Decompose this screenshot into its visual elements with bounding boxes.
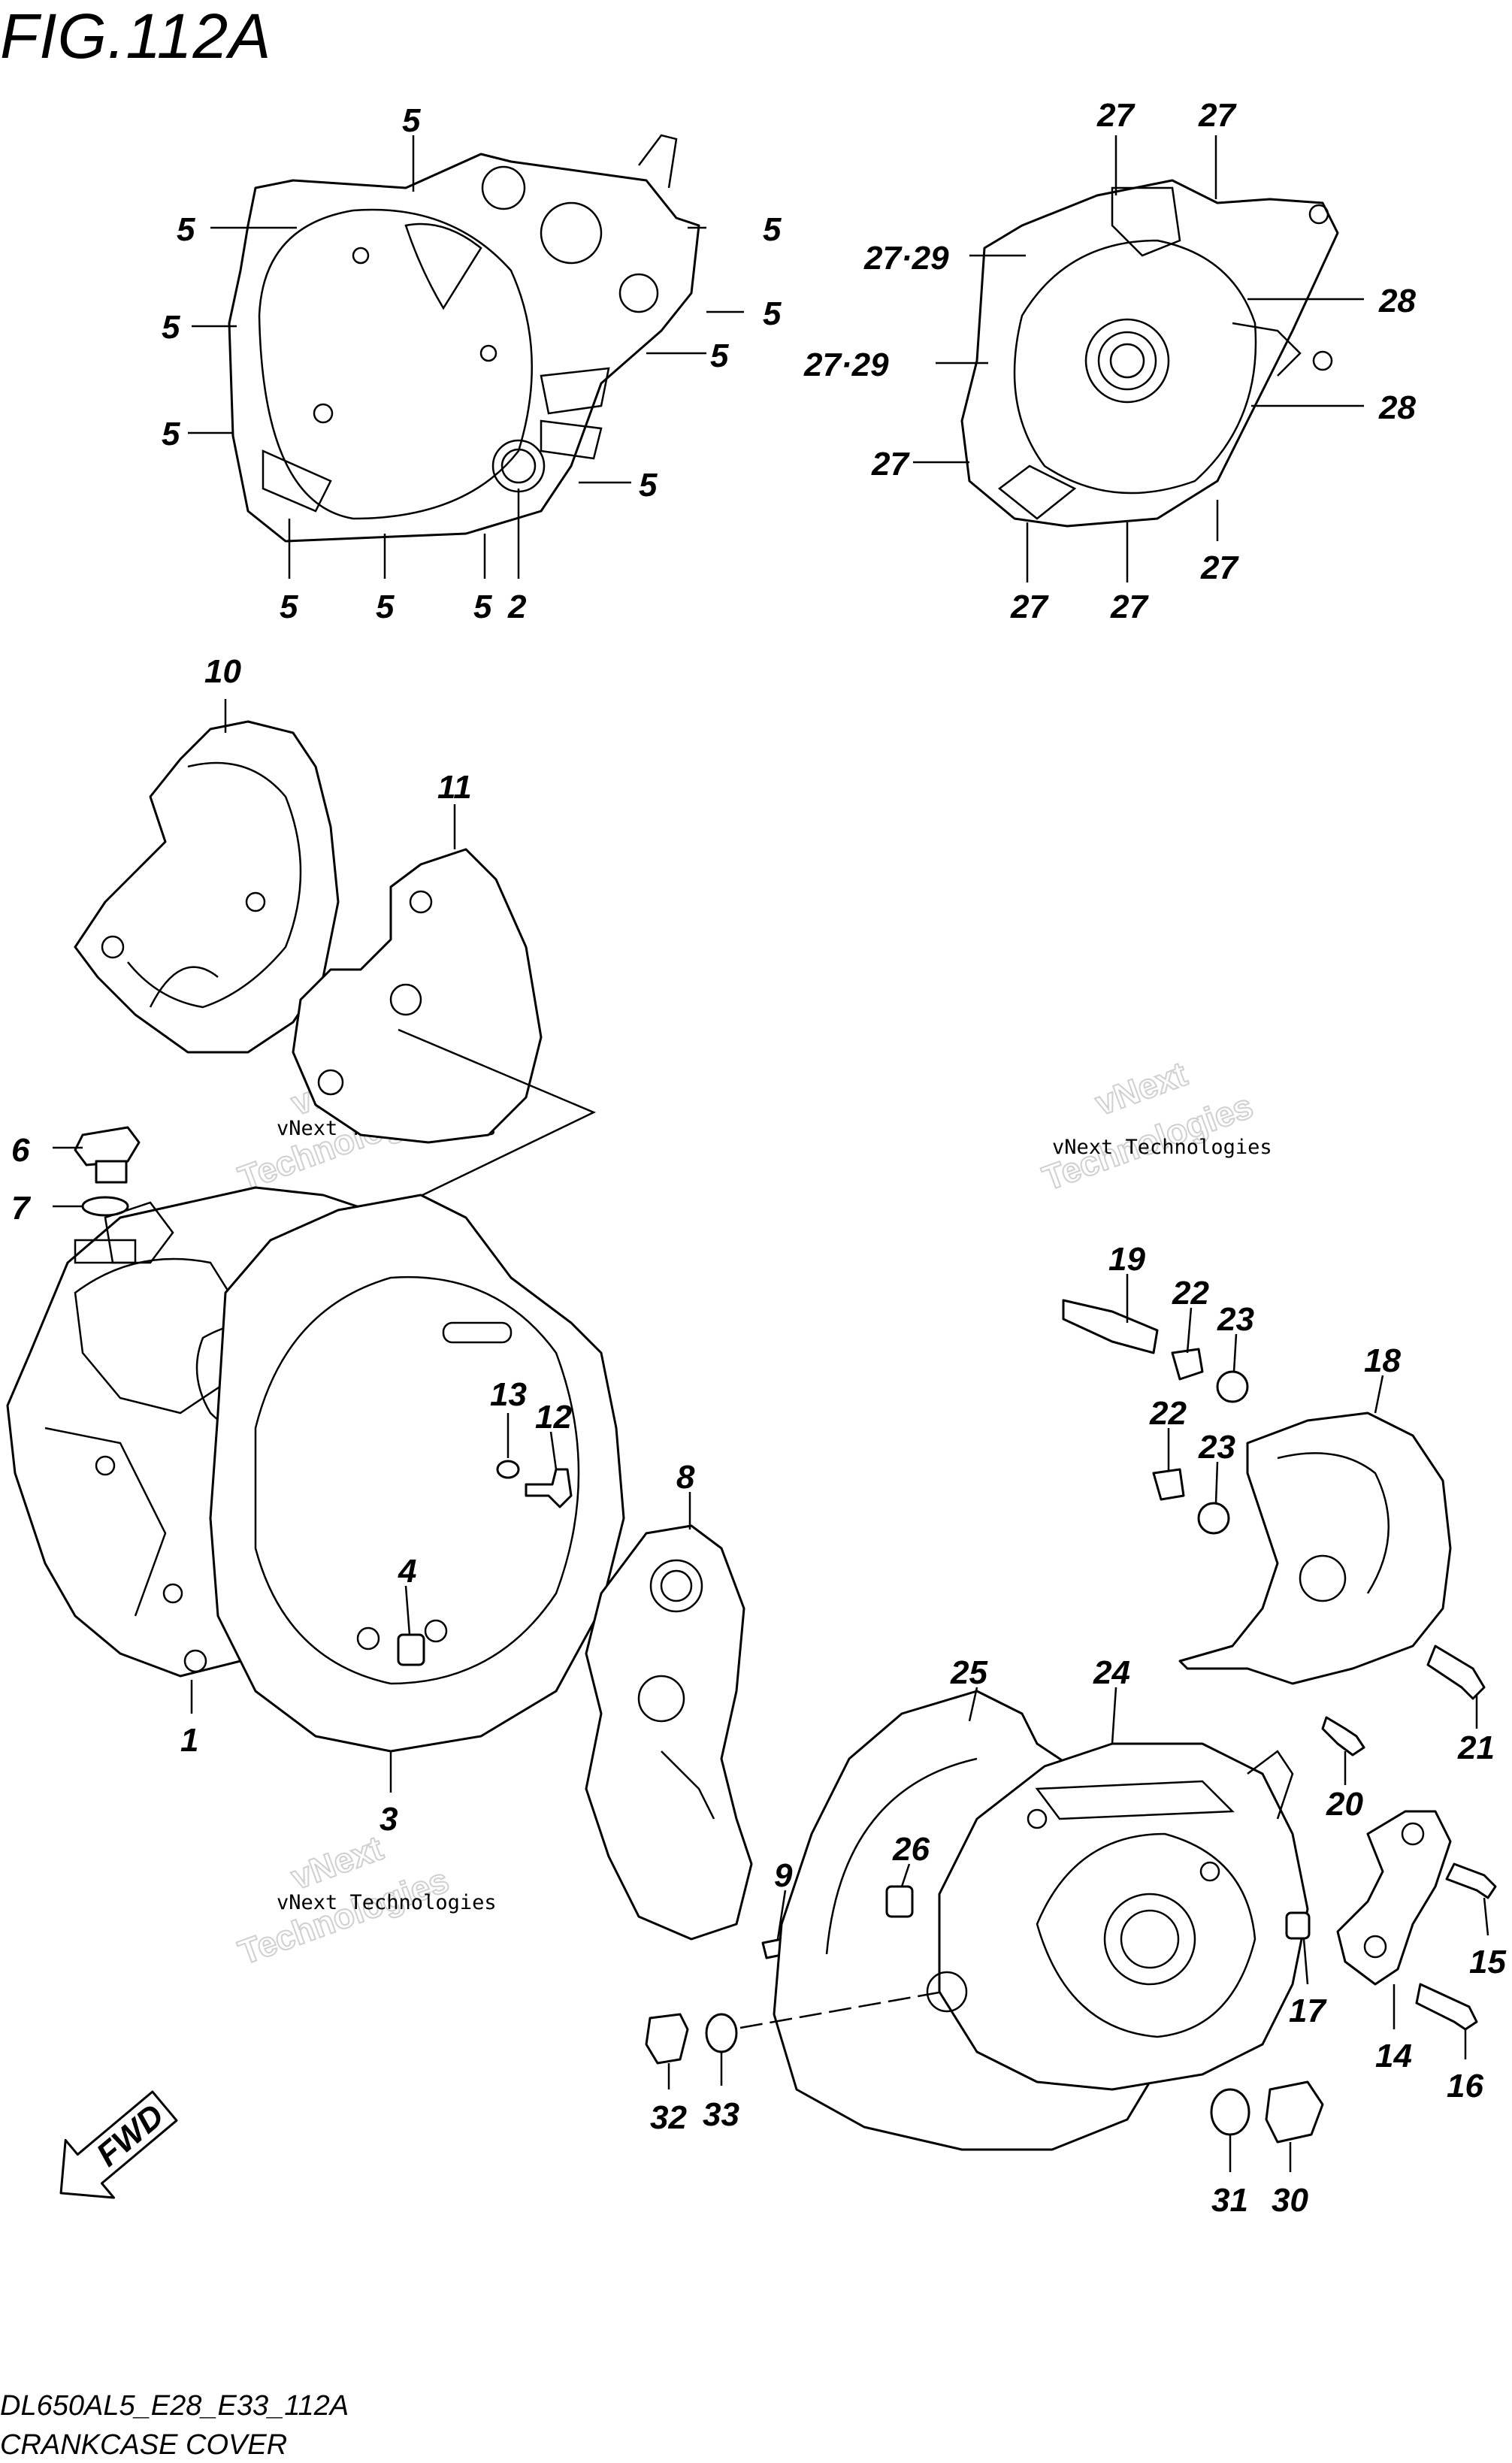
- callout-5: 5: [162, 416, 180, 452]
- callout-27-29: 27·29: [863, 240, 949, 277]
- callout-5: 5: [710, 337, 729, 374]
- callout-7: 7: [11, 1190, 32, 1227]
- watermark-text: vNext Technologies: [1052, 1136, 1272, 1159]
- part-31-o-ring: [1210, 2088, 1250, 2136]
- callout-20: 20: [1326, 1786, 1363, 1823]
- callout-12: 12: [535, 1399, 572, 1436]
- figure-title: FIG.112A: [0, 1, 272, 71]
- part-17-collar: [1285, 1911, 1311, 1940]
- part-15-bolt: [1445, 1862, 1497, 1899]
- callout-5: 5: [162, 309, 180, 346]
- part-12-bolt: [525, 1468, 573, 1508]
- callout-28: 28: [1378, 389, 1416, 426]
- callout-22: 22: [1172, 1275, 1209, 1312]
- part-8-cover-plate: [585, 1524, 753, 1941]
- callout-16: 16: [1447, 2068, 1483, 2104]
- callout-27: 27: [871, 446, 910, 483]
- part-3-clutch-cover-gasket: [209, 1194, 625, 1753]
- callout-6: 6: [11, 1132, 30, 1169]
- part-32-plug: [645, 2013, 689, 2065]
- callout-13: 13: [490, 1376, 527, 1413]
- callout-17: 17: [1289, 1992, 1327, 2029]
- part-16-bolt: [1415, 1983, 1478, 2031]
- callout-23: 23: [1217, 1301, 1254, 1338]
- callout-3: 3: [380, 1801, 398, 1838]
- callout-27-29: 27·29: [803, 346, 889, 383]
- callout-5: 5: [376, 589, 395, 625]
- callout-33: 33: [703, 2096, 739, 2133]
- callout-1: 1: [180, 1722, 198, 1759]
- callout-25: 25: [950, 1654, 987, 1691]
- callout-14: 14: [1375, 2038, 1412, 2074]
- part-13-washer: [496, 1460, 520, 1479]
- callout-10: 10: [204, 653, 241, 690]
- callout-27: 27: [1200, 549, 1239, 586]
- part-24-generator-cover: [926, 1742, 1309, 2091]
- callout-11: 11: [437, 769, 472, 806]
- callout-5: 5: [473, 589, 492, 625]
- part-4-dowel-pin: [397, 1633, 425, 1666]
- callout-9: 9: [774, 1857, 793, 1894]
- callout-27: 27: [1198, 97, 1237, 134]
- callout-27: 27: [1096, 97, 1136, 134]
- callout-leaders-27-28-29: [913, 135, 1364, 582]
- callout-28: 28: [1378, 283, 1416, 319]
- part-6-oil-filler-cap: [74, 1126, 141, 1184]
- callout-5: 5: [177, 211, 195, 248]
- callout-21: 21: [1457, 1729, 1495, 1766]
- part-23-grommet: [1197, 1370, 1249, 1535]
- callout-5: 5: [763, 295, 782, 332]
- part-20-bolt: [1321, 1716, 1365, 1756]
- callout-2: 2: [507, 589, 527, 625]
- callout-5: 5: [763, 211, 782, 248]
- callout-24: 24: [1093, 1654, 1130, 1691]
- clutch-cover-gasket-outline: [228, 134, 700, 543]
- callout-15: 15: [1469, 1944, 1506, 1980]
- part-10-cover-plate: [74, 720, 340, 1054]
- part-14-bracket: [1336, 1810, 1452, 1986]
- callout-31: 31: [1211, 2182, 1248, 2219]
- figure-code: DL650AL5_E28_E33_112A: [0, 2390, 349, 2422]
- watermark-text: vNext Technologies: [277, 1891, 497, 1914]
- part-21-bolt: [1426, 1645, 1486, 1700]
- callout-labels: 5 5 5 5 5 5 5 5 5 5 5 2 27 27 27·29 28 2…: [11, 97, 1506, 2219]
- part-26-dowel-pin: [885, 1885, 914, 1918]
- callout-4: 4: [398, 1553, 416, 1590]
- part-19-stud-bolt: [1062, 1299, 1159, 1354]
- callout-27: 27: [1110, 589, 1149, 625]
- callout-26: 26: [892, 1831, 930, 1868]
- callout-leaders-5: [188, 135, 744, 579]
- part-22-collar: [1152, 1348, 1204, 1501]
- part-11-gasket-plate: [292, 848, 543, 1144]
- callout-23: 23: [1198, 1429, 1235, 1466]
- callout-27: 27: [1010, 589, 1049, 625]
- callout-5: 5: [280, 589, 298, 625]
- callout-18: 18: [1364, 1342, 1401, 1379]
- part-18-sprocket-cover: [1178, 1412, 1452, 1685]
- part-33-gasket-ring: [705, 2013, 738, 2053]
- fwd-arrow-icon: FWD: [59, 2090, 178, 2199]
- figure-subtitle: CRANKCASE COVER: [0, 2429, 288, 2461]
- callout-5: 5: [639, 467, 658, 504]
- callout-8: 8: [676, 1459, 695, 1496]
- callout-32: 32: [650, 2099, 687, 2136]
- callout-5: 5: [402, 102, 421, 139]
- generator-cover-gasket-outline: [960, 179, 1339, 528]
- callout-30: 30: [1272, 2182, 1308, 2219]
- callout-22: 22: [1149, 1395, 1187, 1432]
- part-30-plug: [1265, 2080, 1324, 2144]
- callout-19: 19: [1108, 1241, 1145, 1278]
